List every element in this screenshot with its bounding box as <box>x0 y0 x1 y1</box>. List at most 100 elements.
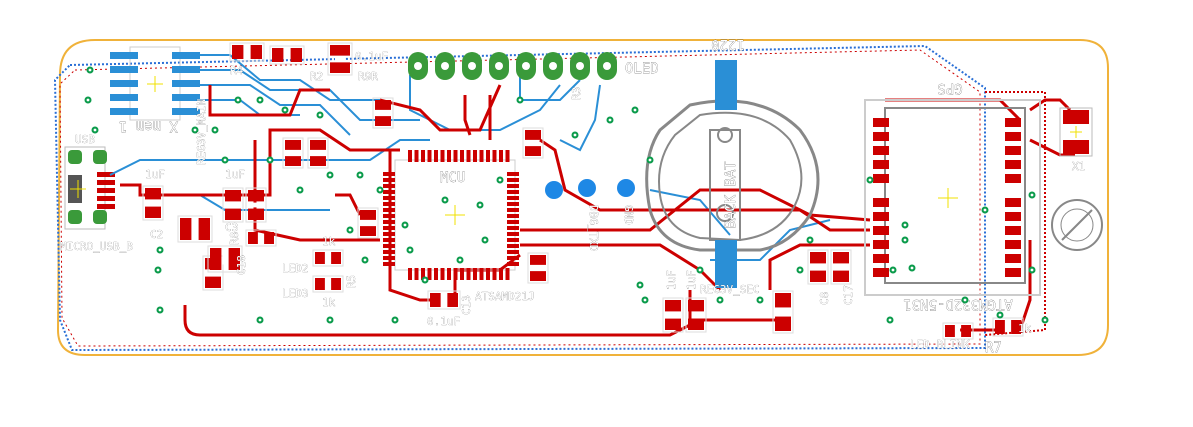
via-hole <box>378 188 382 192</box>
led3-label: LED3 <box>282 287 309 300</box>
via-hole <box>268 158 272 162</box>
pad <box>525 146 541 156</box>
smd-component <box>207 245 243 273</box>
via-hole <box>403 223 407 227</box>
via-hole <box>633 108 637 112</box>
battery-part-label: 1220 <box>711 36 745 52</box>
body <box>244 48 250 56</box>
body <box>252 202 260 208</box>
via-hole <box>518 98 522 102</box>
via-hole <box>318 113 322 117</box>
mcu-pad <box>453 150 458 162</box>
via-hole <box>868 178 872 182</box>
via-hole <box>808 238 812 242</box>
smd-component <box>372 97 394 129</box>
via-hole <box>363 258 367 262</box>
gps-pad <box>873 146 889 155</box>
header-pin-hole <box>468 62 476 70</box>
component-outline <box>207 245 243 273</box>
pad <box>248 232 258 244</box>
header-pin-hole <box>414 62 422 70</box>
pad <box>285 156 301 166</box>
mcu-pad <box>505 268 510 280</box>
component-outline <box>427 290 461 310</box>
component-outline <box>177 215 213 243</box>
pad <box>198 218 210 240</box>
c-reg-a-label: 1uF <box>665 270 678 290</box>
gps-pad <box>1005 174 1021 183</box>
gps-pad <box>873 198 889 207</box>
via-hole <box>458 258 462 262</box>
pad <box>205 276 221 288</box>
via-hole <box>798 268 802 272</box>
pad <box>375 100 391 110</box>
via-hole <box>573 133 577 137</box>
mcu-pad <box>383 256 395 260</box>
r-1k-label-a: 1k <box>322 235 336 248</box>
mcu-pads <box>383 150 519 280</box>
component-outline <box>245 229 277 247</box>
flash-memory-chip <box>110 46 200 121</box>
gps-pad <box>1005 254 1021 263</box>
body <box>669 312 677 318</box>
via-hole <box>223 158 227 162</box>
component-outline <box>282 137 304 169</box>
header-pin-hole <box>441 62 449 70</box>
body <box>441 296 447 304</box>
mcu-pad <box>383 244 395 248</box>
r7-label: R7 <box>985 340 1002 356</box>
smd-component <box>685 297 707 333</box>
c18-label: C18 <box>235 255 248 275</box>
via-hole <box>258 98 262 102</box>
board-outline <box>56 39 1109 356</box>
mcu-pad <box>507 184 519 188</box>
mcu-pad <box>383 220 395 224</box>
testpoint-3 <box>617 179 635 197</box>
smd-component <box>942 322 974 340</box>
body <box>314 150 322 156</box>
component-outline <box>307 137 329 169</box>
pad <box>310 156 326 166</box>
mcu-pad <box>383 238 395 242</box>
component-outline <box>992 317 1024 337</box>
body <box>529 140 537 146</box>
body <box>364 220 372 226</box>
gps-pad <box>873 226 889 235</box>
mcu-pad <box>507 256 519 260</box>
dbg-txd-label: DBG_TXD <box>587 205 600 251</box>
via-hole <box>608 118 612 122</box>
via-hole <box>1043 318 1047 322</box>
passive-components <box>142 42 1024 340</box>
pad <box>228 248 240 270</box>
mcu-pad <box>505 150 510 162</box>
r8-label: R8 <box>228 232 241 245</box>
body <box>149 200 157 206</box>
smd-component <box>312 275 344 293</box>
pad <box>530 255 546 265</box>
pad <box>315 252 325 264</box>
via-hole <box>983 208 987 212</box>
pad <box>330 62 350 73</box>
gps-pad <box>1005 268 1021 277</box>
smd-component <box>662 297 684 333</box>
gnd-label: GND <box>622 205 635 225</box>
mcu-pad <box>434 268 438 280</box>
mcu-pad <box>383 208 395 212</box>
component-outline <box>830 249 852 285</box>
r9-label: R9R <box>358 70 378 83</box>
component-outline <box>269 45 305 65</box>
component-outline <box>685 297 707 333</box>
c1-value-label: 1uF <box>145 168 165 181</box>
gps-label: GPS <box>937 80 962 96</box>
crystal-x1 <box>1059 107 1093 157</box>
component-outline <box>229 42 265 62</box>
usb-label: USB <box>75 133 95 146</box>
pad <box>961 325 971 337</box>
pad <box>995 320 1005 334</box>
pad <box>665 318 681 330</box>
smd-component <box>269 45 305 65</box>
vias <box>84 66 1049 324</box>
mcu-pad <box>473 268 477 280</box>
smd-component <box>522 127 544 159</box>
